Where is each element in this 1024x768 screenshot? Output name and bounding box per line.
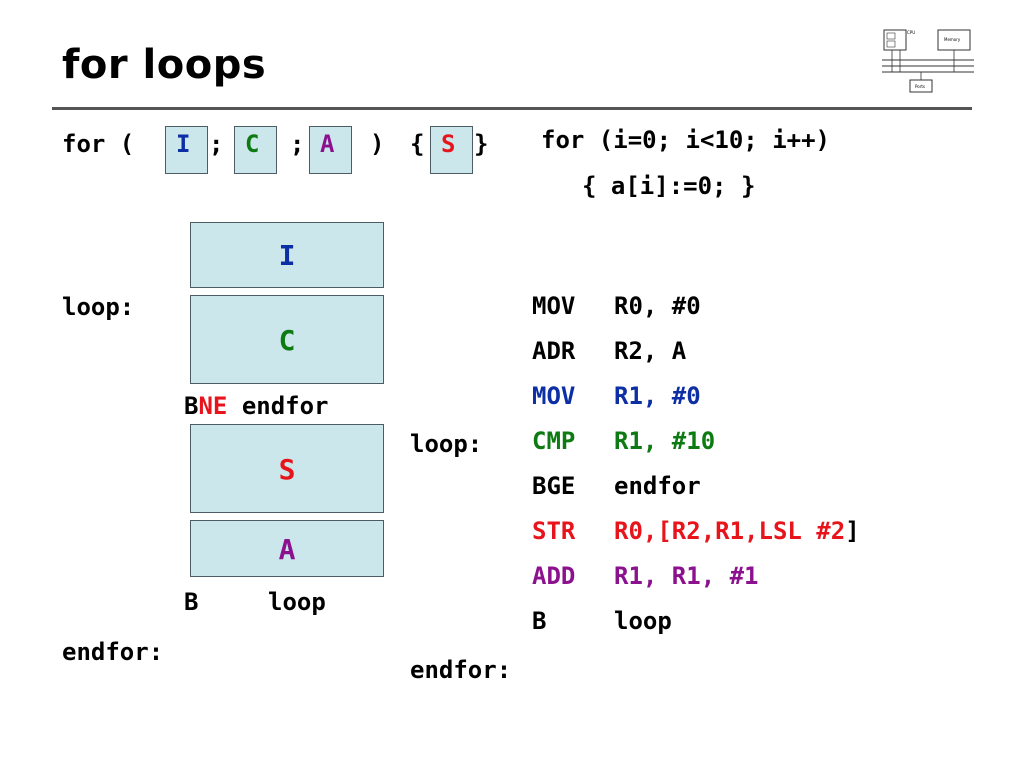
asm-operands-text: R2, A xyxy=(614,337,687,365)
asm-loop-label: loop: xyxy=(410,430,483,458)
example-line-1: for (i=0; i<10; i++) xyxy=(541,126,830,154)
flow-cond-block: C xyxy=(190,295,384,384)
title-divider xyxy=(52,107,972,110)
svg-text:Memory: Memory xyxy=(944,37,961,42)
body-label: S xyxy=(441,130,456,158)
asm-operands: R1, R1, #1 xyxy=(614,562,759,590)
asm-op: ADR xyxy=(532,337,576,365)
body-box xyxy=(430,126,473,174)
advance-label: A xyxy=(320,130,335,158)
flow-bne-target: endfor xyxy=(241,392,329,420)
asm-op: MOV xyxy=(532,292,576,320)
flow-endfor-label: endfor: xyxy=(62,638,164,666)
asm-operands-text: R1, R1, #1 xyxy=(614,562,759,590)
page-title: for loops xyxy=(62,42,267,88)
init-box xyxy=(165,126,208,174)
close-paren: ) xyxy=(370,130,385,158)
flow-b-op: B xyxy=(184,588,199,616)
init-label: I xyxy=(176,130,191,158)
asm-op: BGE xyxy=(532,472,576,500)
flow-init-block: I xyxy=(190,222,384,288)
asm-op: STR xyxy=(532,517,576,545)
asm-operands: loop xyxy=(614,607,672,635)
flow-bne-ne: NE xyxy=(198,392,228,420)
asm-op: CMP xyxy=(532,427,576,455)
asm-op: MOV xyxy=(532,382,576,410)
asm-operands-text: loop xyxy=(614,607,672,635)
asm-endfor-label: endfor: xyxy=(410,656,512,684)
asm-operands-text: R1, #10 xyxy=(614,427,716,455)
brace-close: } xyxy=(474,130,489,158)
asm-operands: R0,[R2,R1,LSL #2] xyxy=(614,517,860,545)
flow-body-block: S xyxy=(190,424,384,513)
separator-2: ; xyxy=(290,130,305,158)
flow-bne-line: BNE endfor xyxy=(184,392,329,420)
cond-box xyxy=(234,126,277,174)
brace-open: { xyxy=(410,130,425,158)
asm-operands-text: endfor xyxy=(614,472,701,500)
asm-op: ADD xyxy=(532,562,576,590)
advance-box xyxy=(309,126,352,174)
computer-architecture-logo: CPU Memory Ports xyxy=(882,29,974,93)
asm-operands: R1, #0 xyxy=(614,382,701,410)
separator-1: ; xyxy=(209,130,224,158)
flow-loop-label: loop: xyxy=(62,293,135,321)
asm-operands: R0, #0 xyxy=(614,292,701,320)
cond-label: C xyxy=(245,130,260,158)
svg-text:Ports: Ports xyxy=(915,84,925,89)
asm-operands-tail: ] xyxy=(845,517,860,545)
flow-advance-block: A xyxy=(190,520,384,577)
svg-text:CPU: CPU xyxy=(907,30,915,35)
flow-bne-b: B xyxy=(184,392,199,420)
asm-operands-text: R1, #0 xyxy=(614,382,701,410)
for-keyword: for ( xyxy=(62,130,135,158)
asm-op: B xyxy=(532,607,547,635)
example-line-2: { a[i]:=0; } xyxy=(582,172,756,200)
asm-operands-text: R0,[R2,R1,LSL #2 xyxy=(614,517,846,545)
asm-operands: endfor xyxy=(614,472,701,500)
asm-operands: R1, #10 xyxy=(614,427,715,455)
flow-b-target: loop xyxy=(268,588,326,616)
asm-operands-text: R0, #0 xyxy=(614,292,701,320)
asm-operands: R2, A xyxy=(614,337,686,365)
